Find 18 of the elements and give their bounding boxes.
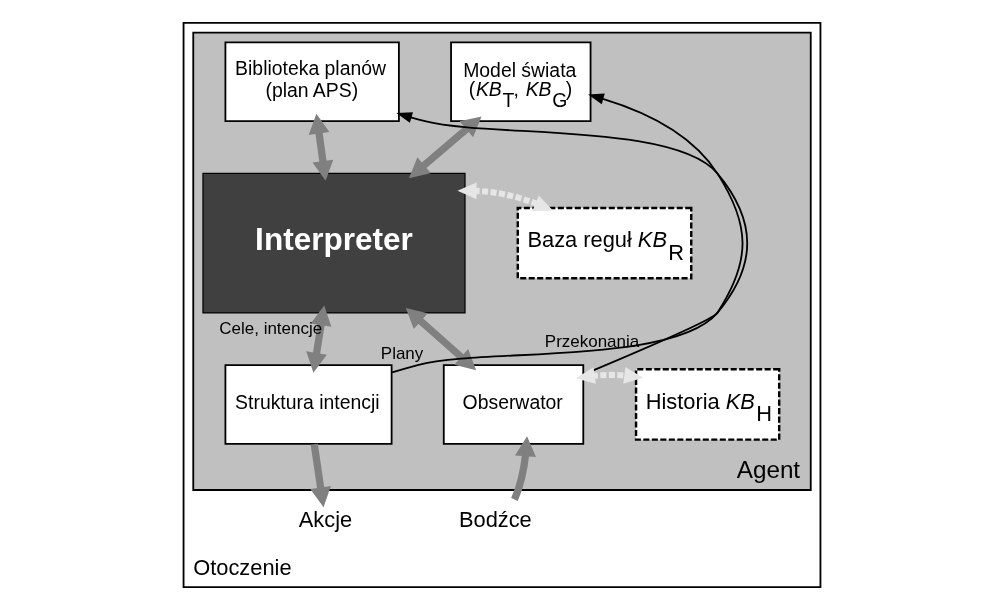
arrow <box>308 113 333 181</box>
arrow <box>305 305 331 373</box>
node-box: Interpreter <box>201 172 466 314</box>
arrow <box>582 93 743 376</box>
arrow <box>575 367 643 384</box>
edge-label: Przekonania <box>544 332 639 352</box>
arrow <box>456 182 553 211</box>
node-box: Biblioteka planów (plan APS) <box>224 41 400 123</box>
node-box: Struktura intencji <box>224 364 393 445</box>
node-box: Obserwator <box>442 364 584 445</box>
arrow <box>405 307 476 371</box>
node-text: Bodźce <box>458 506 532 532</box>
edge-label: Plany <box>380 344 423 364</box>
node-text: Akcje <box>298 506 352 532</box>
arrow <box>390 112 748 374</box>
arrow <box>408 116 482 179</box>
edge-label: Cele, intencje <box>218 319 322 339</box>
arrow <box>309 443 331 508</box>
